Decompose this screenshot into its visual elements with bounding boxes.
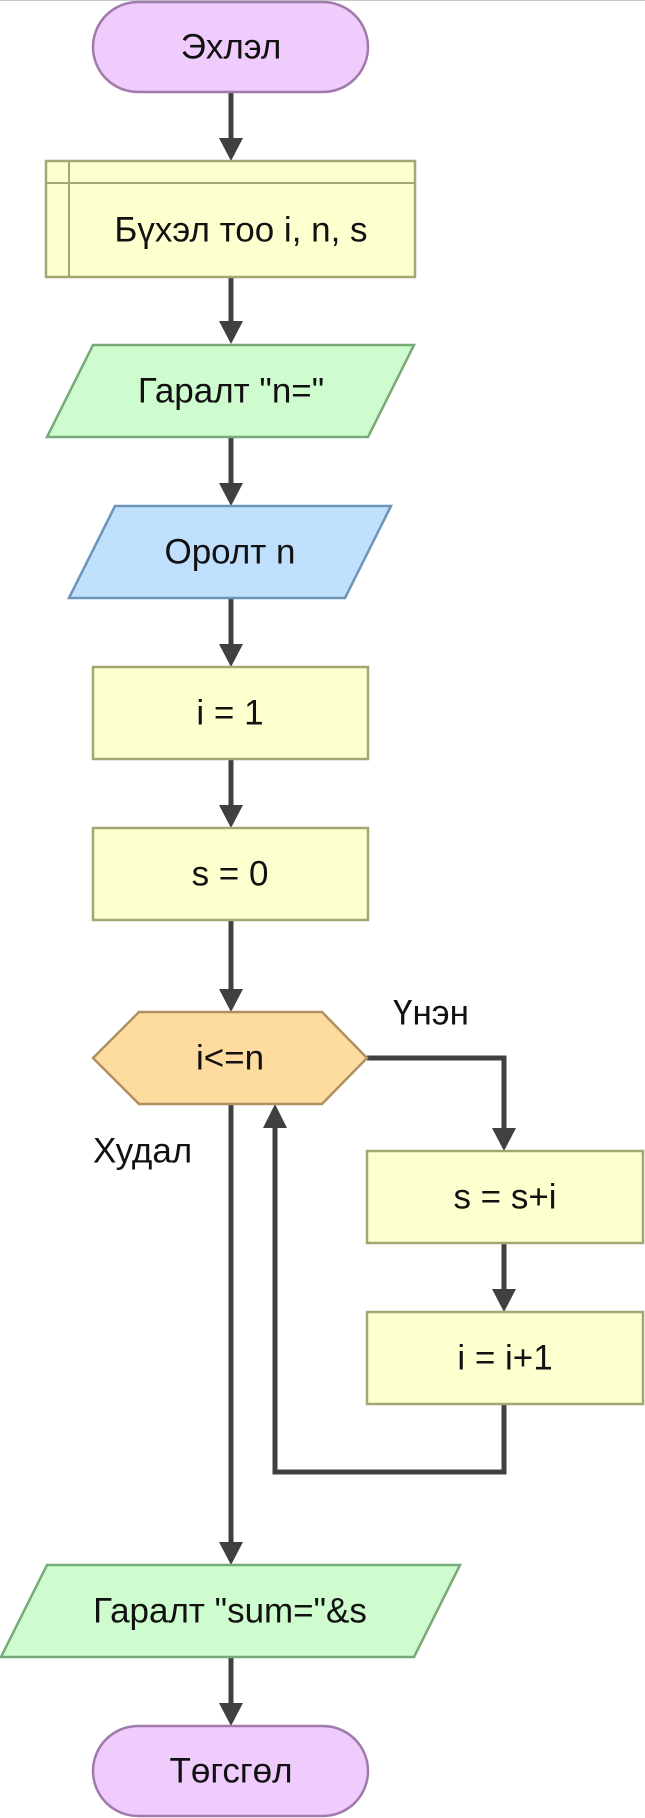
input-label: Оролт n [164,533,295,572]
increment-i-shape [365,1310,645,1406]
assign-s-shape [91,826,370,922]
end-shape [91,1724,370,1818]
arrow-true-branch [367,1055,516,1151]
assign-i-label: i = 1 [196,694,263,733]
declare-node: Бүхэл тоо i, n, s [44,159,417,279]
arrow-loop-back [263,1104,507,1475]
output-prompt-label: Гаралт "n=" [138,372,324,411]
declare-label: Бүхэл тоо i, n, s [114,211,367,250]
condition-label: i<=n [196,1039,264,1078]
declare-shape [44,159,417,279]
arrow-output-sum-to-end [219,1657,243,1726]
start-label: Эхлэл [181,28,282,67]
arrow-false-branch [219,1103,243,1565]
output-sum-label: Гаралт "sum="&s [93,1592,367,1631]
increment-i-label: i = i+1 [457,1339,552,1378]
connectors [219,92,516,1726]
assign-s-label: s = 0 [192,855,269,894]
arrow-assign-s-to-condition [219,920,243,1012]
condition-node: i<=n [91,1010,369,1106]
add-s-label: s = s+i [453,1178,556,1217]
arrow-add-to-increment [492,1243,516,1312]
end-label: Төгсгөл [170,1752,293,1791]
output-prompt-node: Гаралт "n=" [44,343,417,439]
output-sum-node: Гаралт "sum="&s [0,1563,463,1659]
end-node: Төгсгөл [91,1724,370,1818]
condition-shape [91,1010,369,1106]
output-sum-shape [0,1563,463,1659]
assign-i-shape [91,665,370,761]
top-border [0,0,645,1]
true-branch-label: Үнэн [393,994,469,1033]
input-shape [66,504,394,600]
assign-i-node: i = 1 [91,665,370,761]
arrow-start-to-declare [219,92,243,161]
false-branch-label: Худал [93,1132,192,1171]
output-prompt-shape [44,343,417,439]
start-node: Эхлэл [91,0,370,94]
arrow-input-to-assign-i [219,598,243,667]
assign-s-node: s = 0 [91,826,370,922]
arrow-declare-to-output [219,277,243,344]
arrow-assign-i-to-assign-s [219,759,243,828]
add-s-node: s = s+i [365,1149,645,1245]
arrow-output-to-input [219,437,243,506]
add-s-shape [365,1149,645,1245]
start-shape [91,0,370,94]
increment-i-node: i = i+1 [365,1310,645,1406]
input-node: Оролт n [66,504,394,600]
